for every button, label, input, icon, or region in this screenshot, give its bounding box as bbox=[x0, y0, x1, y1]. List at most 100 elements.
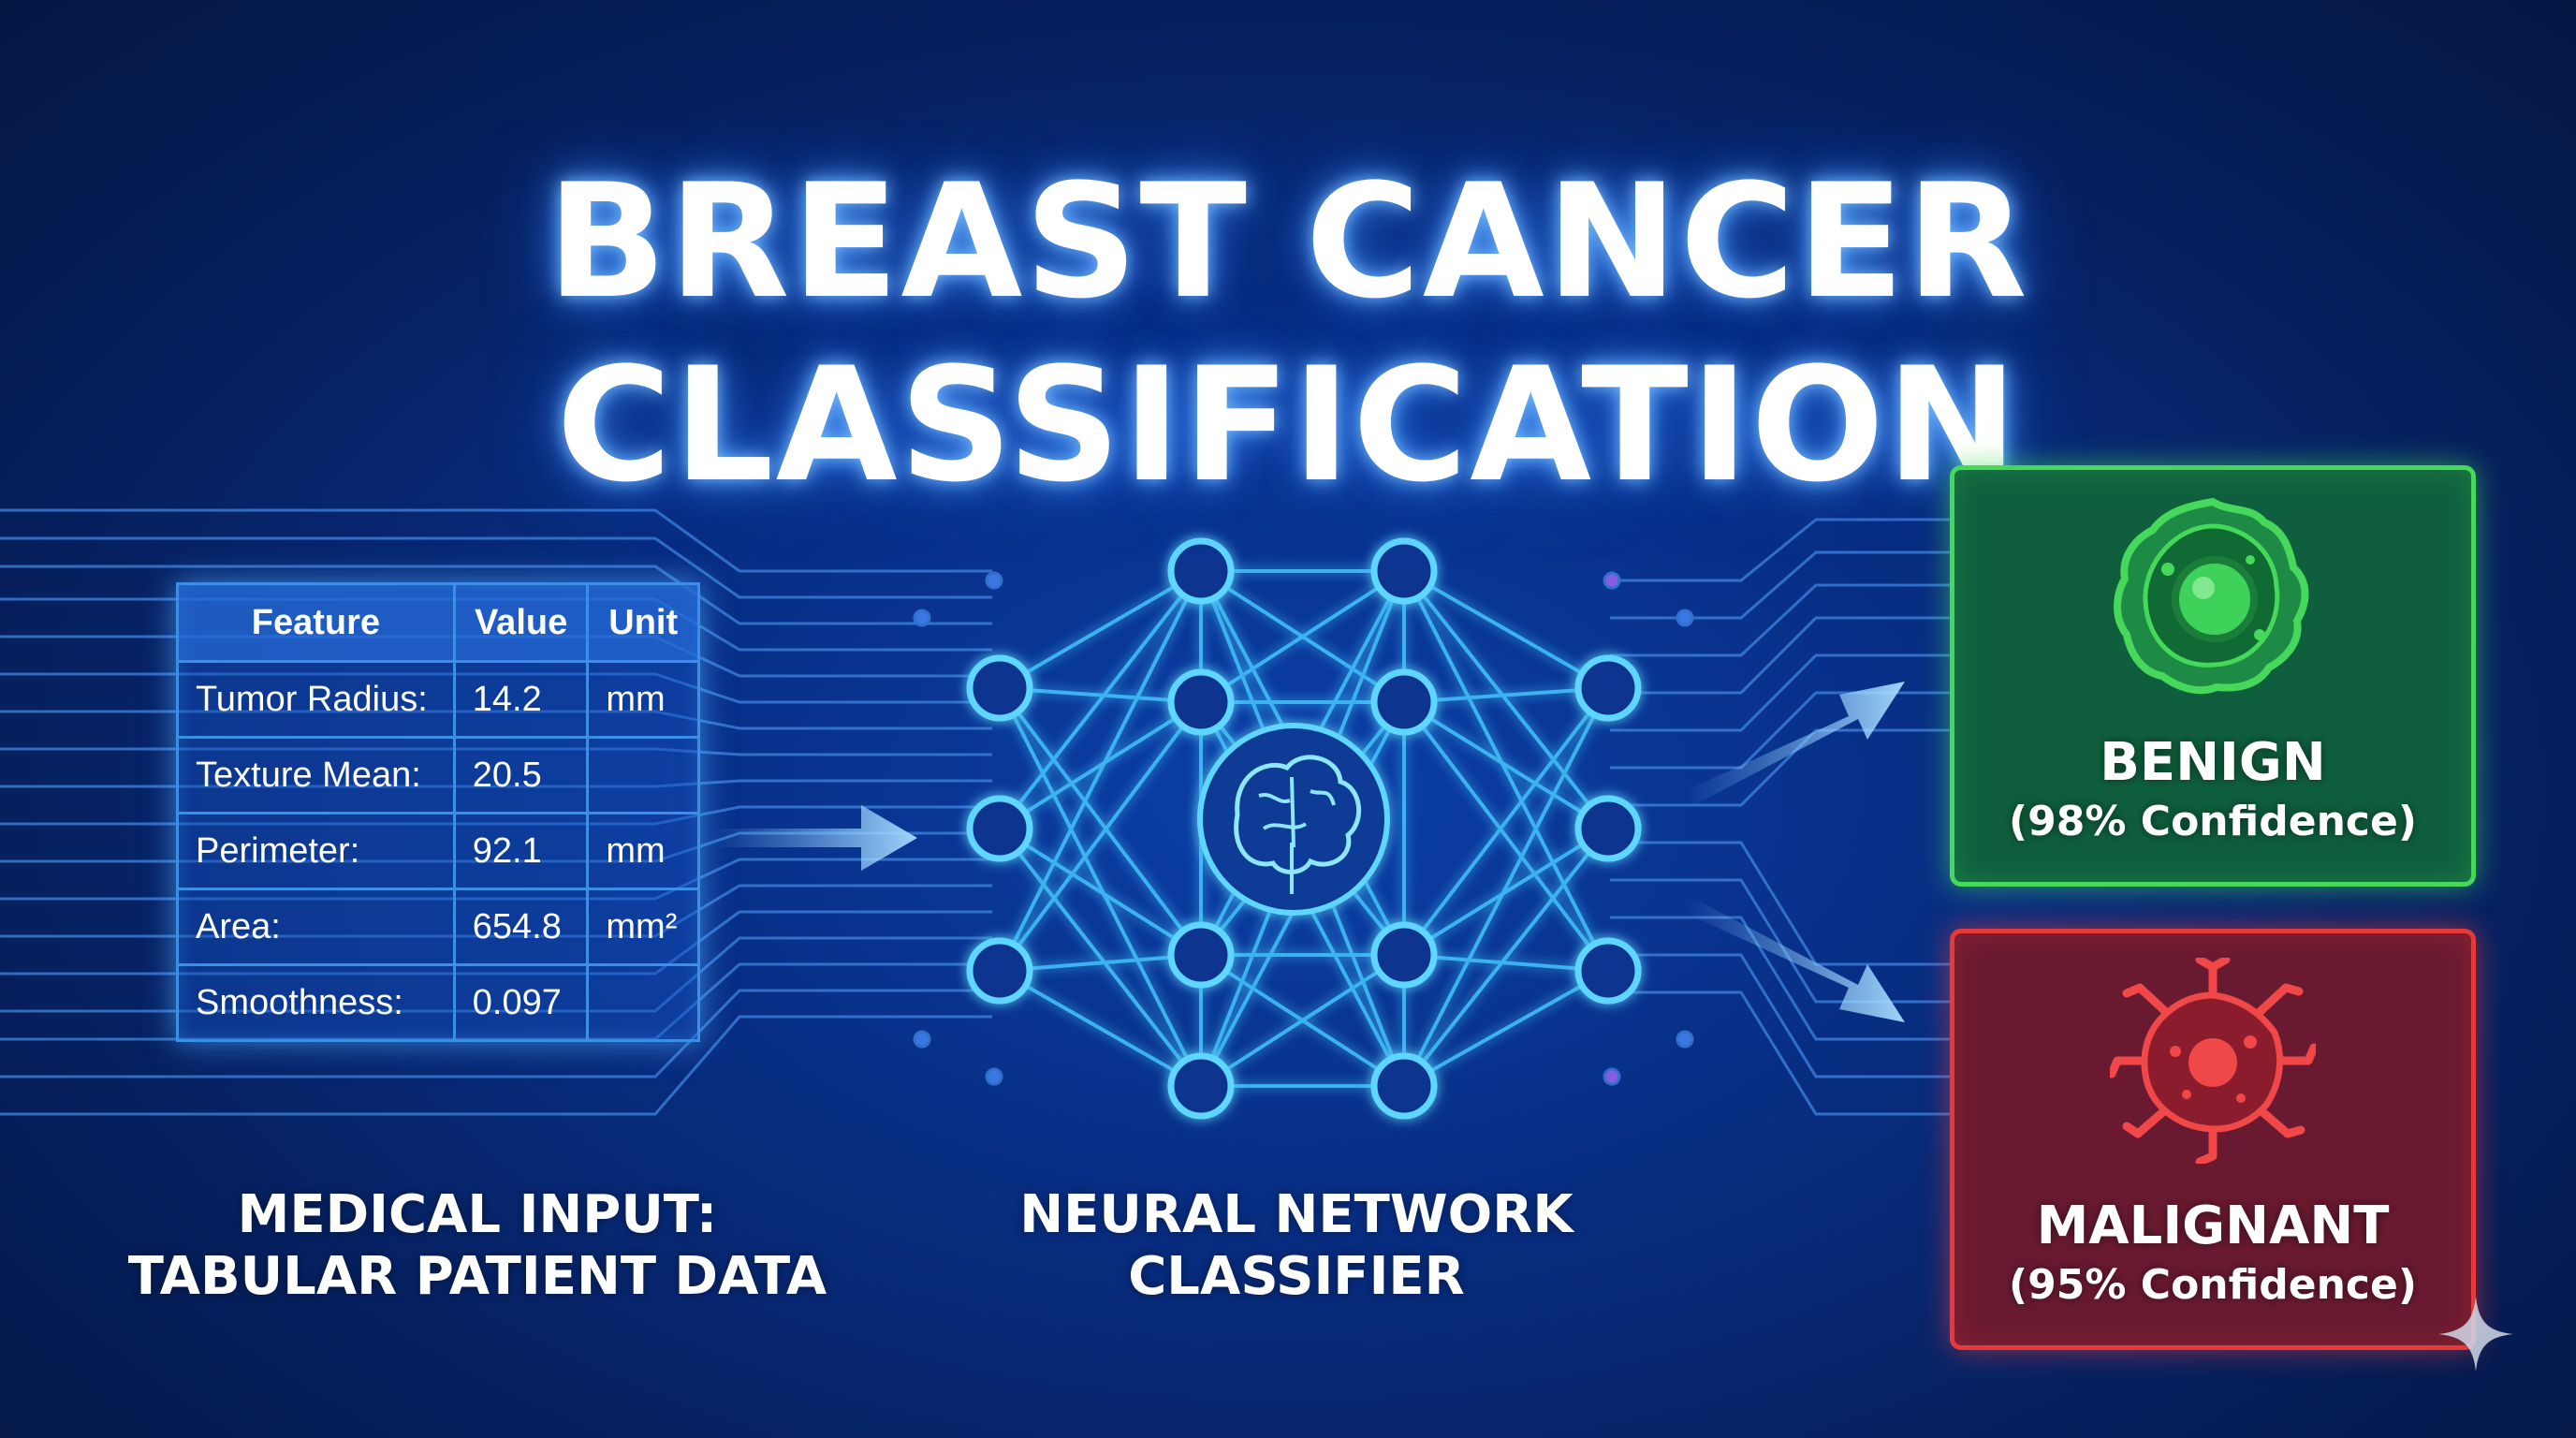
network-edge bbox=[1402, 686, 1610, 957]
network-node bbox=[1370, 668, 1438, 736]
circuit-node bbox=[1603, 571, 1621, 590]
network-edge bbox=[1402, 700, 1610, 973]
unit-cell: mm bbox=[586, 660, 700, 739]
network-node bbox=[1574, 937, 1642, 1005]
network-node bbox=[1574, 654, 1642, 722]
network-edge bbox=[998, 700, 1203, 830]
page-title: BREAST CANCER CLASSIFICATION bbox=[547, 150, 2029, 517]
network-edge bbox=[1402, 569, 1610, 830]
circuit-trace bbox=[1610, 616, 1956, 695]
table-row: Tumor Radius: 14.2 mm bbox=[176, 660, 700, 739]
feature-cell: Area: bbox=[176, 888, 456, 966]
arrow-icon bbox=[711, 805, 917, 871]
network-edge bbox=[1199, 569, 1406, 704]
network-edge bbox=[998, 569, 1203, 830]
malignant-cell-icon bbox=[2110, 958, 2316, 1164]
network-node bbox=[1167, 921, 1235, 989]
circuit-node bbox=[985, 1067, 1003, 1086]
column-header: Feature bbox=[176, 582, 456, 663]
table-row: Perimeter: 92.1 mm bbox=[176, 812, 700, 890]
network-edge bbox=[998, 700, 1203, 973]
circuit-trace bbox=[1610, 583, 1956, 657]
benign-confidence: (98% Confidence) bbox=[2009, 798, 2417, 845]
value-cell: 654.8 bbox=[452, 888, 590, 966]
network-edge bbox=[1403, 569, 1609, 690]
input-label-line2: TABULAR PATIENT DATA bbox=[127, 1246, 827, 1307]
network-edge bbox=[998, 827, 1203, 1088]
circuit-trace bbox=[0, 1015, 992, 1116]
unit-cell bbox=[586, 963, 700, 1042]
arrow-icon bbox=[1685, 682, 1905, 805]
circuit-trace bbox=[1610, 916, 1956, 1041]
circuit-node bbox=[1676, 1030, 1694, 1049]
brain-icon bbox=[1197, 723, 1390, 916]
table-row: Smoothness: 0.097 bbox=[176, 963, 700, 1042]
network-edge bbox=[998, 570, 1203, 972]
network-label-line2: CLASSIFIER bbox=[1128, 1246, 1465, 1307]
network-node bbox=[966, 795, 1033, 862]
circuit-trace bbox=[1610, 990, 1956, 1116]
network-edge bbox=[1199, 953, 1406, 1088]
unit-cell: mm² bbox=[586, 888, 700, 966]
feature-cell: Smoothness: bbox=[176, 963, 456, 1042]
table-row: Area: 654.8 mm² bbox=[176, 888, 700, 966]
network-edge bbox=[1403, 953, 1609, 973]
column-header: Unit bbox=[586, 582, 700, 663]
circuit-node bbox=[913, 1030, 931, 1049]
network-edge bbox=[1402, 700, 1610, 830]
network-edge bbox=[1402, 570, 1610, 972]
network-edge bbox=[999, 969, 1202, 1088]
circuit-trace bbox=[1610, 728, 1956, 807]
network-nodes bbox=[966, 537, 1642, 1120]
circuit-trace bbox=[1610, 518, 1956, 582]
malignant-confidence: (95% Confidence) bbox=[2009, 1261, 2417, 1309]
input-label-line1: MEDICAL INPUT: bbox=[237, 1184, 718, 1245]
feature-cell: Perimeter: bbox=[176, 812, 456, 890]
value-cell: 14.2 bbox=[452, 660, 590, 739]
network-node bbox=[1370, 1052, 1438, 1120]
circuit-trace bbox=[0, 536, 992, 599]
arrow-icon bbox=[1685, 899, 1905, 1022]
circuit-trace bbox=[0, 508, 992, 573]
network-edge bbox=[1403, 969, 1609, 1088]
unit-cell: mm bbox=[586, 812, 700, 890]
network-label: NEURAL NETWORK CLASSIFIER bbox=[955, 1184, 1638, 1308]
table-row: Texture Mean: 20.5 bbox=[176, 736, 700, 814]
circuit-node bbox=[1676, 609, 1694, 627]
table-header-row: Feature Value Unit bbox=[176, 582, 700, 663]
circuit-trace bbox=[1610, 953, 1956, 1078]
network-node bbox=[1574, 795, 1642, 862]
circuit-trace bbox=[1610, 653, 1956, 732]
input-label: MEDICAL INPUT: TABULAR PATIENT DATA bbox=[56, 1184, 899, 1308]
value-cell: 0.097 bbox=[452, 963, 590, 1042]
circuit-trace bbox=[1610, 841, 1956, 966]
network-edge bbox=[999, 686, 1202, 704]
feature-cell: Tumor Radius: bbox=[176, 660, 456, 739]
network-edge bbox=[999, 953, 1202, 973]
network-edge bbox=[998, 569, 1203, 690]
network-node bbox=[1167, 668, 1235, 736]
malignant-result-box: MALIGNANT (95% Confidence) bbox=[1950, 929, 2476, 1350]
circuit-node bbox=[1603, 1067, 1621, 1086]
network-node bbox=[1370, 921, 1438, 989]
network-edge bbox=[998, 827, 1203, 957]
column-header: Value bbox=[452, 582, 590, 663]
network-edge bbox=[1402, 687, 1610, 1087]
circuit-trace bbox=[1610, 550, 1956, 620]
network-node bbox=[1167, 1052, 1235, 1120]
network-edge bbox=[998, 687, 1203, 1087]
patient-data-table: Feature Value Unit Tumor Radius: 14.2 mm… bbox=[176, 582, 700, 1042]
feature-cell: Texture Mean: bbox=[176, 736, 456, 814]
circuit-node bbox=[985, 571, 1003, 590]
benign-result-box: BENIGN (98% Confidence) bbox=[1950, 465, 2476, 887]
network-node bbox=[966, 937, 1033, 1005]
malignant-label: MALIGNANT bbox=[2036, 1196, 2390, 1256]
network-node bbox=[966, 654, 1033, 722]
network-node bbox=[1370, 537, 1438, 605]
sparkle-icon bbox=[2438, 1297, 2513, 1372]
network-edge bbox=[1403, 686, 1609, 704]
network-edge bbox=[998, 686, 1203, 957]
value-cell: 92.1 bbox=[452, 812, 590, 890]
network-edge bbox=[1402, 827, 1610, 1088]
network-label-line1: NEURAL NETWORK bbox=[1019, 1184, 1573, 1245]
